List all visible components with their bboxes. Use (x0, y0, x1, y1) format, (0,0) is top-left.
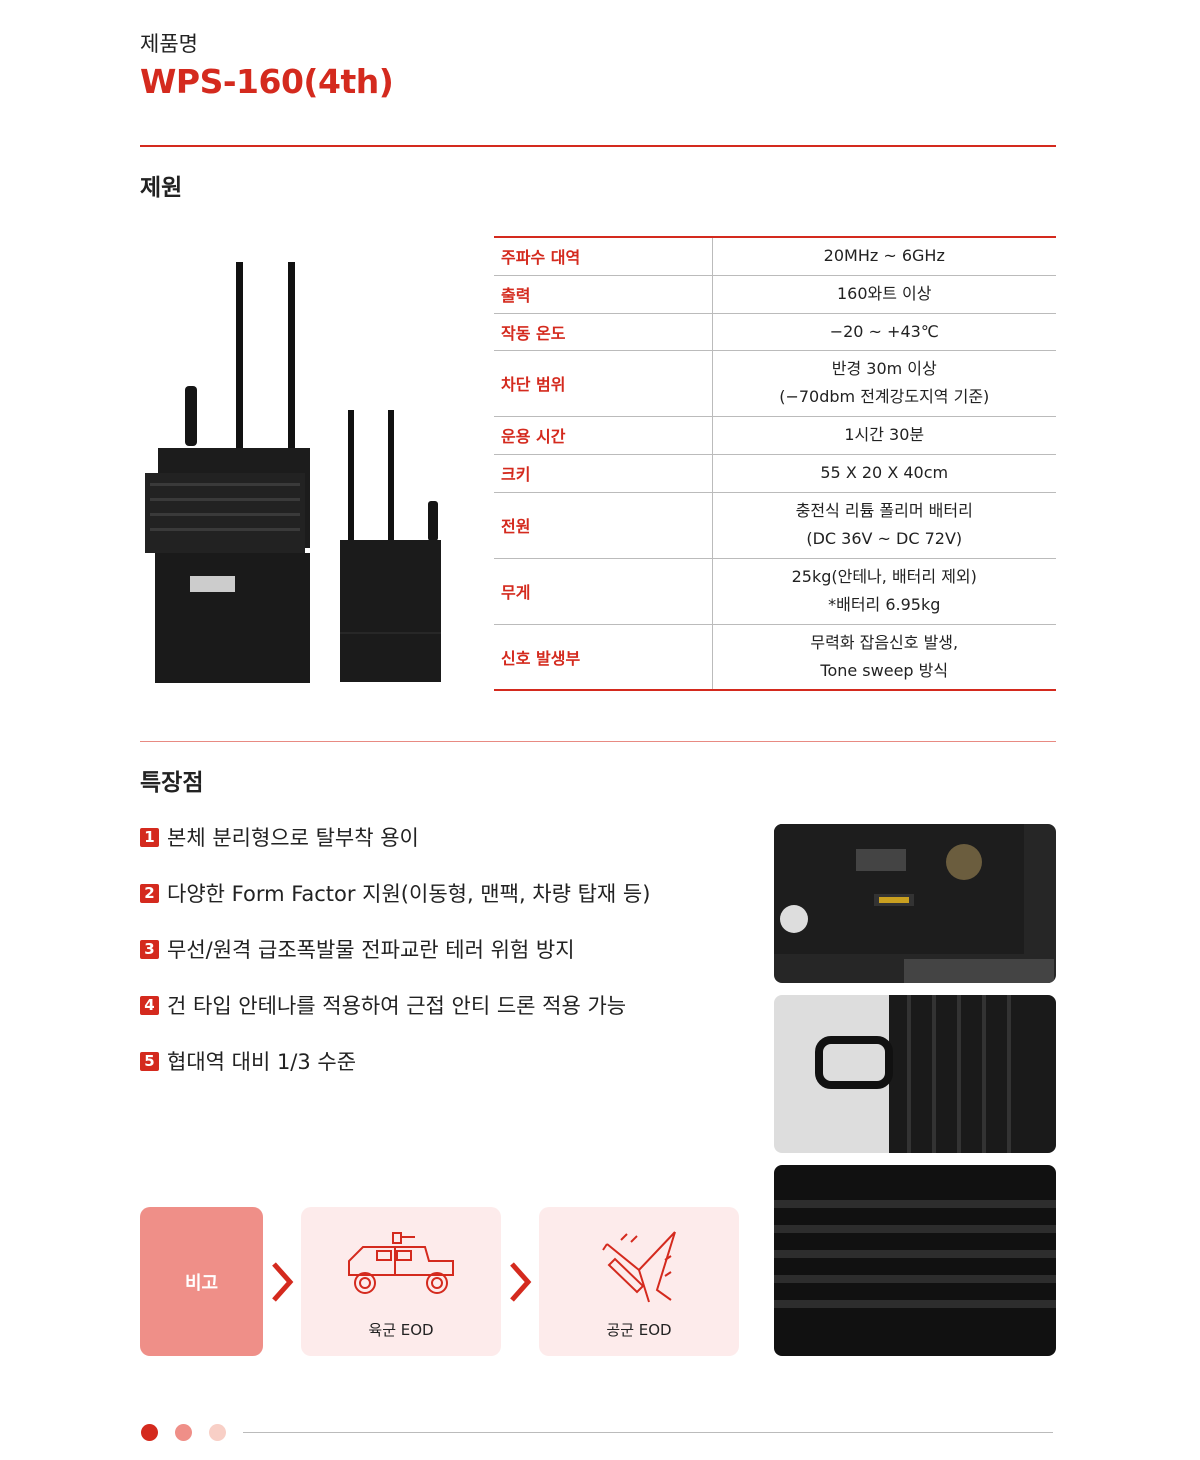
feature-item: 3 무선/원격 급조폭발물 전파교란 테러 위험 방지 (140, 934, 575, 964)
chevron-right-icon (510, 1262, 532, 1302)
feature-text: 다양한 Form Factor 지원(이동형, 맨팩, 차량 탑재 등) (167, 882, 651, 906)
divider (140, 741, 1056, 742)
compare-item-airforce: 공군 EOD (539, 1207, 739, 1356)
detail-photo-handle (774, 995, 1056, 1153)
pagination-dot[interactable] (175, 1424, 192, 1441)
pagination-line (243, 1432, 1053, 1433)
spec-value: 1시간 30분 (712, 415, 1056, 454)
feature-item: 5 협대역 대비 1/3 수준 (140, 1046, 356, 1076)
spec-value-line: 충전식 리튬 폴리머 배터리 (795, 501, 973, 520)
feature-text: 협대역 대비 1/3 수준 (167, 1050, 357, 1074)
spec-key: 크키 (494, 453, 713, 492)
spec-value: 무력화 잡음신호 발생, Tone sweep 방식 (712, 623, 1056, 690)
spec-key: 출력 (494, 274, 713, 313)
feature-number: 2 (140, 883, 159, 903)
fighter-jet-icon (602, 1231, 676, 1303)
spec-row: 주파수 대역 20MHz ~ 6GHz (494, 237, 1056, 275)
spec-value-line: 20MHz ~ 6GHz (823, 246, 945, 266)
product-name-label: 제품명 (140, 32, 198, 56)
spec-value-line: (DC 36V ~ DC 72V) (806, 529, 963, 548)
specs-heading: 제원 (140, 175, 183, 201)
spec-value: 55 X 20 X 40cm (712, 453, 1056, 492)
spec-row: 차단 범위 반경 30m 이상 (−70dbm 전계강도지역 기준) (494, 349, 1056, 416)
spec-value-line: −20 ~ +43℃ (829, 321, 939, 341)
spec-key: 주파수 대역 (494, 237, 713, 275)
spec-key: 신호 발생부 (494, 623, 713, 690)
pagination-dot-active[interactable] (141, 1424, 158, 1441)
spec-value: 반경 30m 이상 (−70dbm 전계강도지역 기준) (712, 349, 1056, 416)
compare-item-army: 육군 EOD (301, 1207, 501, 1356)
military-vehicle-icon (348, 1232, 454, 1294)
divider (140, 145, 1056, 147)
spec-value: 20MHz ~ 6GHz (712, 237, 1056, 275)
feature-item: 1 본체 분리형으로 탈부착 용이 (140, 822, 419, 852)
pagination-dot[interactable] (209, 1424, 226, 1441)
feature-number: 1 (140, 827, 159, 847)
features-heading: 특장점 (140, 770, 204, 796)
spec-key: 차단 범위 (494, 349, 713, 416)
spec-value: 25kg(안테나, 배터리 제외) *배터리 6.95kg (712, 557, 1056, 624)
spec-row: 작동 온도 −20 ~ +43℃ (494, 312, 1056, 350)
spec-value-line: 55 X 20 X 40cm (820, 463, 949, 482)
feature-text: 무선/원격 급조폭발물 전파교란 테러 위험 방지 (167, 938, 575, 962)
spec-value-line: 1시간 30분 (844, 425, 925, 444)
spec-key: 운용 시간 (494, 415, 713, 454)
spec-row: 무게 25kg(안테나, 배터리 제외) *배터리 6.95kg (494, 557, 1056, 624)
compare-item-label: 육군 EOD (368, 1321, 434, 1339)
spec-value-line: 25kg(안테나, 배터리 제외) (791, 567, 977, 586)
feature-item: 2 다양한 Form Factor 지원(이동형, 맨팩, 차량 탑재 등) (140, 878, 650, 908)
feature-number: 3 (140, 939, 159, 959)
detail-photo-vent (774, 1165, 1056, 1356)
spec-value-line: 반경 30m 이상 (831, 359, 937, 378)
chevron-right-icon (272, 1262, 294, 1302)
compare-item-label: 공군 EOD (606, 1321, 672, 1339)
spec-value: 충전식 리튬 폴리머 배터리 (DC 36V ~ DC 72V) (712, 491, 1056, 558)
feature-item: 4 건 타입 안테나를 적용하여 근접 안티 드론 적용 가능 (140, 990, 626, 1020)
feature-text: 본체 분리형으로 탈부착 용이 (167, 826, 419, 850)
spec-value-line: 160와트 이상 (836, 284, 932, 303)
feature-text: 건 타입 안테나를 적용하여 근접 안티 드론 적용 가능 (167, 994, 627, 1018)
spec-row: 운용 시간 1시간 30분 (494, 415, 1056, 454)
spec-value-line: 무력화 잡음신호 발생, (810, 632, 959, 652)
spec-row: 신호 발생부 무력화 잡음신호 발생, Tone sweep 방식 (494, 623, 1056, 690)
spec-key: 전원 (494, 491, 713, 558)
compare-label-box: 비고 (140, 1207, 263, 1356)
spec-row: 전원 충전식 리튬 폴리머 배터리 (DC 36V ~ DC 72V) (494, 491, 1056, 558)
detail-photo-control-panel (774, 824, 1056, 983)
spec-row: 출력 160와트 이상 (494, 274, 1056, 313)
spec-row: 크키 55 X 20 X 40cm (494, 453, 1056, 492)
product-image (145, 262, 441, 683)
spec-value-line: *배터리 6.95kg (828, 595, 941, 614)
spec-value: 160와트 이상 (712, 274, 1056, 313)
spec-key: 작동 온도 (494, 312, 713, 350)
spec-value-line: Tone sweep 방식 (820, 660, 949, 680)
product-model-title: WPS-160(4th) (140, 62, 394, 101)
compare-label: 비고 (184, 1272, 219, 1294)
spec-value-line: (−70dbm 전계강도지역 기준) (779, 387, 990, 406)
spec-value: −20 ~ +43℃ (712, 312, 1056, 350)
spec-key: 무게 (494, 557, 713, 624)
feature-number: 5 (140, 1051, 159, 1071)
feature-number: 4 (140, 995, 159, 1015)
